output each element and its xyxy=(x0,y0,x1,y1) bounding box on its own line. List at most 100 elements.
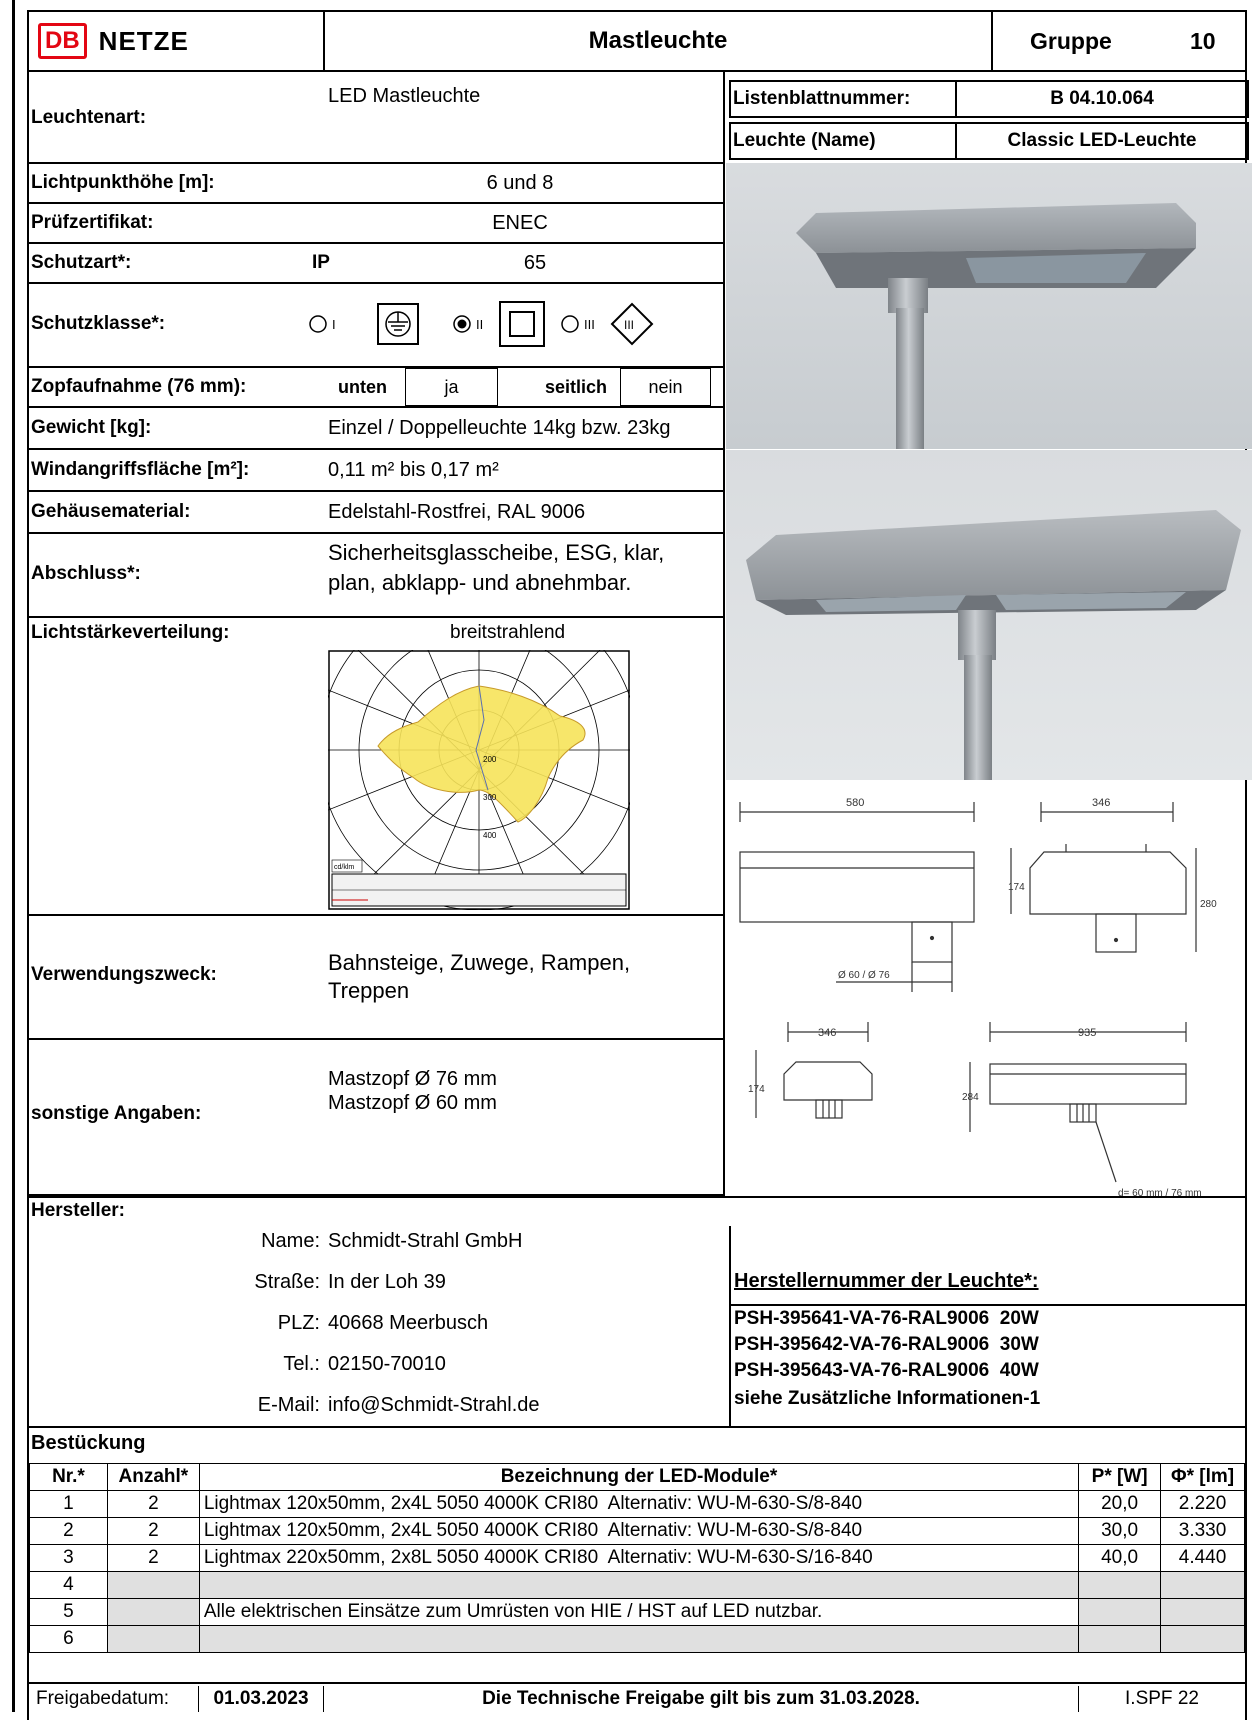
class-2-label: II xyxy=(476,317,483,332)
herstellernummer-1: PSH-395641-VA-76-RAL9006 20W xyxy=(734,1308,1039,1329)
double-insulation-icon xyxy=(499,301,545,347)
schutzart-ip: IP xyxy=(312,252,330,273)
table-row: 1 2 Lightmax 120x50mm, 2x4L 5050 4000K C… xyxy=(29,1490,1245,1518)
dim-284: 284 xyxy=(962,1092,979,1103)
radio-class-3[interactable] xyxy=(561,315,579,333)
leuchtenart-value: LED Mastleuchte xyxy=(328,85,481,107)
col-nr: Nr.* xyxy=(29,1463,108,1491)
herstellernummer-4: siehe Zusätzliche Informationen-1 xyxy=(734,1388,1041,1409)
cell-p xyxy=(1078,1625,1162,1653)
dim-diameter: Ø 60 / Ø 76 xyxy=(838,970,890,981)
cell-bezeichnung: Lightmax 120x50mm, 2x4L 5050 4000K CRI80… xyxy=(198,1517,1080,1545)
cell-phi: 2.220 xyxy=(1160,1490,1245,1518)
hersteller-plz-label: PLZ: xyxy=(277,1312,320,1334)
freigabe-value: 01.03.2023 xyxy=(198,1686,324,1712)
wind-value: 0,11 m² bis 0,17 m² xyxy=(328,458,499,481)
hersteller-section xyxy=(29,1196,1245,1426)
row-verwendung xyxy=(29,916,723,1040)
gruppe-value: 10 xyxy=(1190,27,1216,54)
row-wind xyxy=(29,450,723,492)
sonstige-label: sonstige Angaben: xyxy=(31,1103,202,1124)
cell-anzahl: 2 xyxy=(106,1490,200,1518)
col-phi: Φ* [lm] xyxy=(1160,1463,1245,1491)
class-1-label: I xyxy=(332,317,336,332)
header-divider-1 xyxy=(323,10,325,72)
leuchte-name-divider xyxy=(955,122,957,160)
cell-p: 30,0 xyxy=(1078,1517,1162,1545)
cell-phi xyxy=(1160,1598,1245,1626)
listenblatt-label: Listenblattnummer: xyxy=(733,88,911,109)
freigabe-label: Freigabedatum: xyxy=(36,1688,170,1709)
table-row: 3 2 Lightmax 220x50mm, 2x8L 5050 4000K C… xyxy=(29,1544,1245,1572)
row-schutzklasse xyxy=(29,284,723,368)
dim-174-side: 174 xyxy=(1008,882,1025,893)
class-3-label: III xyxy=(584,317,595,332)
row-gewicht xyxy=(29,408,723,450)
hersteller-plz-value: 40668 Meerbusch xyxy=(328,1312,489,1334)
gruppe-label: Gruppe xyxy=(1030,27,1112,54)
cell-phi xyxy=(1160,1625,1245,1653)
cell-bezeichnung xyxy=(198,1571,1080,1599)
cell-nr: 4 xyxy=(29,1571,108,1599)
bestueckung-header-row: Nr.* Anzahl* Bezeichnung der LED-Module*… xyxy=(29,1463,1245,1491)
page-title: Mastleuchte xyxy=(588,27,728,54)
cell-phi: 4.440 xyxy=(1160,1544,1245,1572)
cell-anzahl xyxy=(106,1625,200,1653)
verwendung-value-1: Bahnsteige, Zuwege, Rampen, xyxy=(328,950,631,975)
cell-p: 20,0 xyxy=(1078,1490,1162,1518)
hersteller-label: Hersteller: xyxy=(31,1200,125,1221)
cell-nr: 6 xyxy=(29,1625,108,1653)
cell-anzahl xyxy=(106,1571,200,1599)
zopf-seitlich-label: seitlich xyxy=(545,376,608,397)
cell-nr: 5 xyxy=(29,1598,108,1626)
header-divider-2 xyxy=(991,10,993,72)
verwendung-label: Verwendungszweck: xyxy=(31,964,217,985)
herstellernummer-divider xyxy=(729,1226,731,1426)
cell-anzahl xyxy=(106,1598,200,1626)
gewicht-value: Einzel / Doppelleuchte 14kg bzw. 23kg xyxy=(328,416,671,439)
herstellernummer-3: PSH-395643-VA-76-RAL9006 40W xyxy=(734,1360,1039,1381)
radio-class-1[interactable] xyxy=(309,315,327,333)
earth-symbol-icon xyxy=(377,303,419,345)
dim-346-b: 346 xyxy=(818,1027,836,1039)
schutzklasse-symbols: I II III III xyxy=(309,301,654,347)
bestueckung-label: Bestückung xyxy=(31,1432,146,1454)
col-p: P* [W] xyxy=(1078,1463,1162,1491)
dim-280: 280 xyxy=(1200,899,1217,910)
leuchtenart-label: Leuchtenart: xyxy=(31,107,147,128)
table-row: 2 2 Lightmax 120x50mm, 2x4L 5050 4000K C… xyxy=(29,1517,1245,1545)
row-abschluss xyxy=(29,534,723,618)
hersteller-email-value: info@Schmidt-Strahl.de xyxy=(328,1394,540,1416)
polar-diagram: 200 300 400 cd/klm xyxy=(328,650,630,910)
listenblatt-box xyxy=(729,80,1249,118)
row-gehaeuse xyxy=(29,492,723,534)
table-row: 5 Alle elektrischen Einsätze zum Umrüste… xyxy=(29,1598,1245,1626)
hersteller-strasse-label: Straße: xyxy=(254,1271,320,1293)
table-row: 4 xyxy=(29,1571,1245,1599)
cell-nr: 1 xyxy=(29,1490,108,1518)
right-border xyxy=(1245,72,1247,1720)
sonstige-value-1: Mastzopf Ø 76 mm xyxy=(328,1068,497,1090)
leuchte-name-value: Classic LED-Leuchte xyxy=(1007,130,1197,151)
form-code: I.SPF 22 xyxy=(1078,1686,1245,1712)
zopf-unten-value: ja xyxy=(405,368,498,406)
bestueckung-rule xyxy=(29,1426,1245,1428)
schutzklasse-label: Schutzklasse*: xyxy=(31,313,166,334)
abschluss-value-1: Sicherheitsglasscheibe, ESG, klar, xyxy=(328,540,665,565)
leuchte-name-label: Leuchte (Name) xyxy=(733,130,876,151)
netze-wordmark: NETZE xyxy=(98,25,189,56)
db-netze-logo: DB NETZE xyxy=(38,20,189,62)
pruefzertifikat-value: ENEC xyxy=(492,211,548,234)
cell-p xyxy=(1078,1571,1162,1599)
lichtstaerke-value: breitstrahlend xyxy=(450,622,566,643)
schutzart-value: 65 xyxy=(523,251,547,274)
schutzart-label: Schutzart*: xyxy=(31,252,132,273)
gehaeuse-label: Gehäusematerial: xyxy=(31,501,191,522)
zopf-label: Zopfaufnahme (76 mm): xyxy=(31,376,247,397)
hersteller-tel-label: Tel.: xyxy=(283,1353,320,1375)
cell-bezeichnung: Alle elektrischen Einsätze zum Umrüsten … xyxy=(198,1598,1080,1626)
radio-class-2[interactable] xyxy=(453,315,471,333)
center-border xyxy=(723,72,725,1196)
listenblatt-value: B 04.10.064 xyxy=(1050,88,1154,109)
lichtpunkthoehe-label: Lichtpunkthöhe [m]: xyxy=(31,172,215,193)
